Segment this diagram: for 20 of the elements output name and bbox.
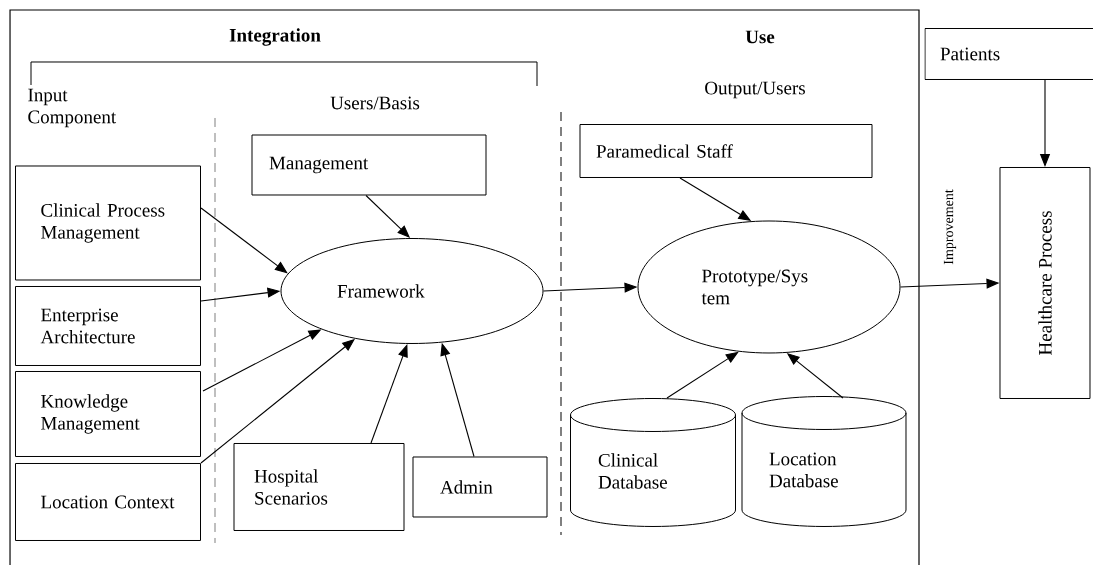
process-box: Patients [924,28,1093,80]
process-box: Hospital Scenarios [233,443,405,531]
database-cylinder: Location Database [741,396,907,527]
process-box: Enterprise Architecture [15,286,201,366]
section-heading: Use [745,30,775,44]
process-box: Admin [412,456,548,518]
arrow [370,344,408,444]
column-heading: Output/Users [705,81,805,99]
process-box: Location Context [15,463,201,541]
arrow [200,207,288,274]
process-box: Paramedical Staff [579,124,873,178]
section-heading: Integration [229,28,321,46]
process-box: Healthcare Process [999,167,1091,399]
edge-label: Improvement [943,189,957,265]
column-heading: Users/Basis [330,96,420,110]
process-box: Clinical Process Management [15,165,201,281]
database-cylinder: Clinical Database [570,398,736,527]
column-heading: Input Component [28,88,117,128]
process-box: Management [251,134,487,196]
process-box: Knowledge Management [15,371,201,457]
